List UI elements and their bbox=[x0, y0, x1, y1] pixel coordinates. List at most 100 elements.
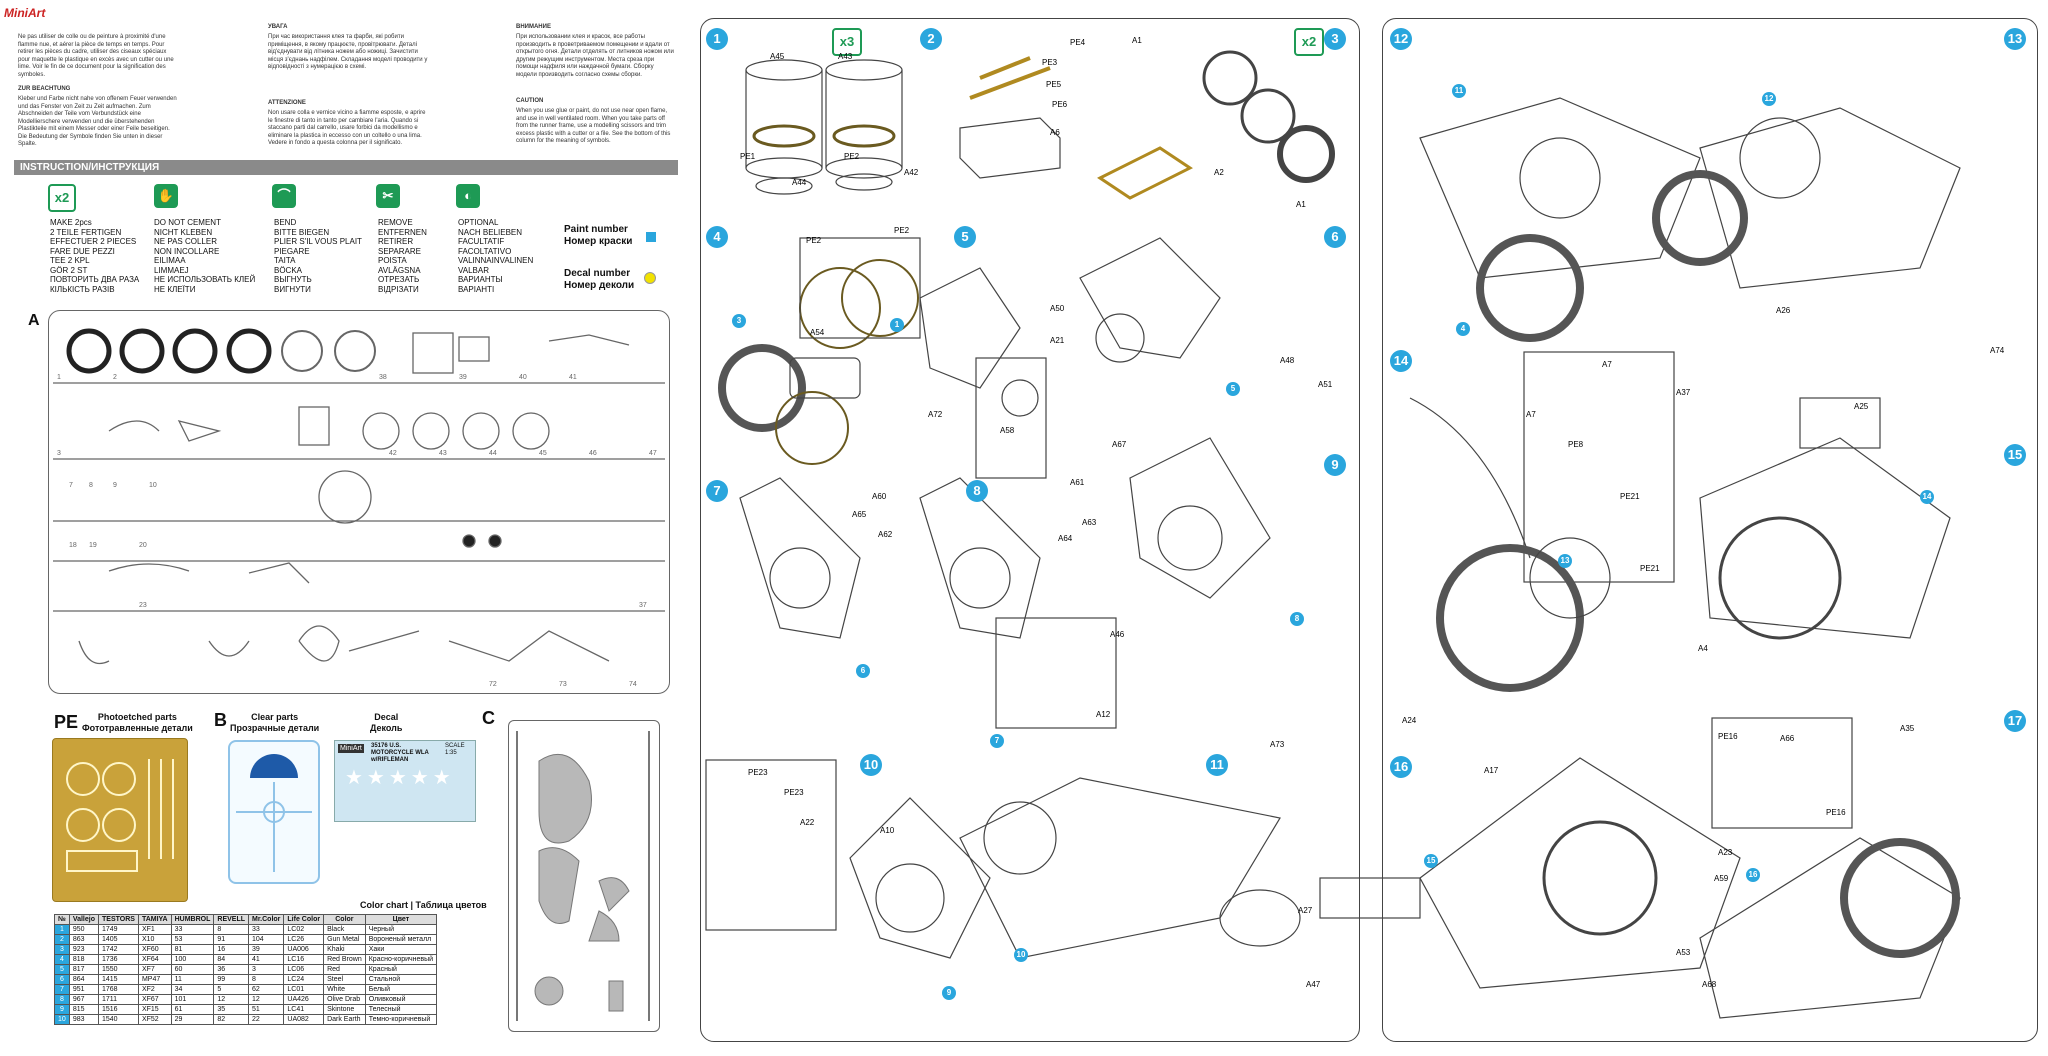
sprue-label: 40 bbox=[519, 374, 527, 381]
table-cell: 983 bbox=[68, 1014, 100, 1025]
decal-scale: SCALE 1:35 bbox=[445, 743, 465, 756]
part-label: A65 bbox=[852, 510, 867, 519]
en-title: CAUTION bbox=[516, 98, 544, 104]
part-label: A48 bbox=[1280, 356, 1295, 365]
table-cell: 9 bbox=[54, 1004, 70, 1015]
table-cell: 1742 bbox=[98, 944, 139, 955]
subassembly-marker: 8 bbox=[1290, 612, 1304, 626]
table-cell: Steel bbox=[323, 974, 366, 985]
decal-number-legend: Decal number Номер деколи bbox=[564, 268, 635, 291]
table-cell: 29 bbox=[170, 1014, 215, 1025]
table-cell: 51 bbox=[248, 1004, 285, 1015]
part-label: PE5 bbox=[1046, 80, 1062, 89]
sprue-label: 42 bbox=[389, 450, 397, 457]
legend-no-glue-text: DO NOT CEMENT NICHT KLEBEN NE PAS COLLER… bbox=[154, 218, 256, 294]
table-cell: 61 bbox=[170, 1004, 215, 1015]
no-glue-icon: ✋ bbox=[154, 184, 178, 208]
color-chart-column-header: Vallejo bbox=[68, 914, 100, 925]
color-chart-column-header: № bbox=[54, 914, 70, 925]
table-cell: White bbox=[323, 984, 366, 995]
part-label: A7 bbox=[1602, 360, 1612, 369]
table-cell: 84 bbox=[213, 954, 250, 965]
step-5-number: 5 bbox=[954, 226, 976, 248]
part-label: PE2 bbox=[844, 152, 860, 161]
part-label: A74 bbox=[1990, 346, 2005, 355]
subassembly-marker: 10 bbox=[1014, 948, 1028, 962]
table-cell: LC41 bbox=[283, 1004, 325, 1015]
sprue-label: 19 bbox=[89, 542, 97, 549]
table-cell: 33 bbox=[248, 924, 285, 935]
sprue-label: 23 bbox=[139, 602, 147, 609]
sprue-label: 10 bbox=[149, 482, 157, 489]
part-label: A2 bbox=[1214, 168, 1224, 177]
table-cell: 3 bbox=[248, 964, 285, 975]
sprue-a-letter: A bbox=[28, 312, 40, 329]
table-cell: 1540 bbox=[98, 1014, 139, 1025]
it-warning: Non usare colla e vernice vicino a fiamm… bbox=[268, 110, 426, 146]
table-cell: UA006 bbox=[283, 944, 325, 955]
sprue-b-letter: B bbox=[214, 710, 227, 730]
part-label: PE4 bbox=[1070, 38, 1086, 47]
color-chart-column-header: Life Color bbox=[283, 914, 325, 925]
table-cell: 1405 bbox=[98, 934, 139, 945]
step-2-number: 2 bbox=[920, 28, 942, 50]
table-cell: Dark Earth bbox=[323, 1014, 366, 1025]
part-label: A63 bbox=[1082, 518, 1097, 527]
sprue-c bbox=[508, 720, 660, 1032]
step-17-number: 17 bbox=[2004, 710, 2026, 732]
sprue-label: 2 bbox=[113, 374, 117, 381]
table-cell: 33 bbox=[170, 924, 215, 935]
table-cell: 8 bbox=[248, 974, 285, 985]
sprue-label: 41 bbox=[569, 374, 577, 381]
table-cell: XF67 bbox=[137, 994, 172, 1005]
table-cell: 36 bbox=[213, 964, 250, 975]
table-cell: 3 bbox=[54, 944, 70, 955]
table-cell: Красный bbox=[364, 964, 438, 975]
table-cell: 35 bbox=[213, 1004, 250, 1015]
part-label: A68 bbox=[1702, 980, 1717, 989]
part-label: PE16 bbox=[1718, 732, 1738, 741]
part-label: PE23 bbox=[748, 768, 768, 777]
subassembly-marker: 12 bbox=[1762, 92, 1776, 106]
sprue-label: 45 bbox=[539, 450, 547, 457]
table-cell: 82 bbox=[213, 1014, 250, 1025]
table-cell: 818 bbox=[68, 954, 100, 965]
part-label: PE2 bbox=[806, 236, 822, 245]
part-label: A51 bbox=[1318, 380, 1333, 389]
table-cell: 10 bbox=[54, 1014, 70, 1025]
pe-drawing bbox=[66, 759, 174, 872]
fr-warning: Ne pas utiliser de colle ou de peinture … bbox=[18, 34, 174, 78]
table-cell: Черный bbox=[364, 924, 438, 935]
step-13-number: 13 bbox=[2004, 28, 2026, 50]
table-cell: 6 bbox=[54, 974, 70, 985]
color-chart-column-header: Color bbox=[323, 914, 366, 925]
table-cell: UA426 bbox=[283, 994, 325, 1005]
part-label: A21 bbox=[1050, 336, 1065, 345]
decal-stars: ★★★★★ bbox=[345, 767, 455, 789]
part-label: A47 bbox=[1306, 980, 1321, 989]
legend-optional: ◐ bbox=[456, 184, 480, 208]
part-label: A26 bbox=[1776, 306, 1791, 315]
brand-logo: MiniArt bbox=[4, 6, 64, 28]
part-label: A73 bbox=[1270, 740, 1285, 749]
legend-remove: ✂ bbox=[376, 184, 400, 208]
paint-number-legend: Paint number Номер краски bbox=[564, 224, 633, 247]
part-label: A54 bbox=[810, 328, 825, 337]
part-label: A23 bbox=[1718, 848, 1733, 857]
part-label: PE21 bbox=[1640, 564, 1660, 573]
table-cell: 91 bbox=[213, 934, 250, 945]
de-title: ZUR BEACHTUNG bbox=[18, 86, 71, 92]
part-label: A1 bbox=[1296, 200, 1306, 209]
table-cell: 1768 bbox=[98, 984, 139, 995]
sprue-label: 74 bbox=[629, 681, 637, 688]
part-label: PE23 bbox=[784, 788, 804, 797]
table-cell: 16 bbox=[213, 944, 250, 955]
table-cell: Gun Metal bbox=[323, 934, 366, 945]
table-cell: 53 bbox=[170, 934, 215, 945]
